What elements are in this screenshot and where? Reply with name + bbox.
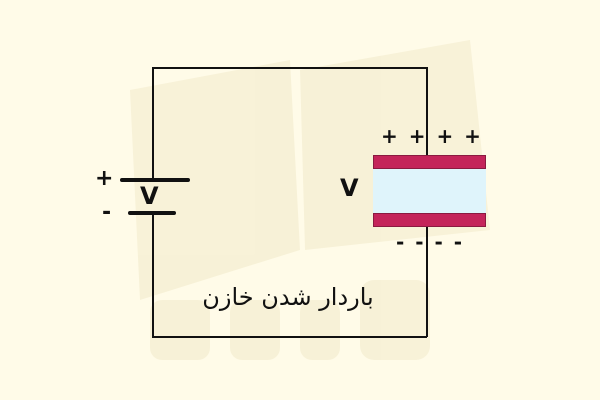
battery-negative-plate (128, 211, 176, 215)
capacitor-dielectric (373, 168, 486, 214)
wire-left-lower (152, 214, 154, 337)
wire-right-lower (426, 226, 428, 337)
wire-left-upper (152, 67, 154, 180)
capacitor-voltage-label: V (340, 174, 359, 202)
battery-positive-plate (120, 178, 190, 182)
capacitor-negative-charges: - - - - (396, 230, 465, 254)
wire-bottom (152, 336, 427, 338)
battery-negative-sign: - (102, 200, 112, 225)
diagram-title: باردار شدن خازن (202, 283, 374, 311)
wire-right-upper (426, 67, 428, 156)
capacitor-top-plate (373, 155, 486, 169)
battery-positive-sign: + (95, 166, 114, 191)
capacitor-bottom-plate (373, 213, 486, 227)
battery-voltage-label: V (140, 182, 159, 210)
capacitor-positive-charges: + + + + (381, 124, 483, 148)
wire-top (152, 67, 427, 69)
